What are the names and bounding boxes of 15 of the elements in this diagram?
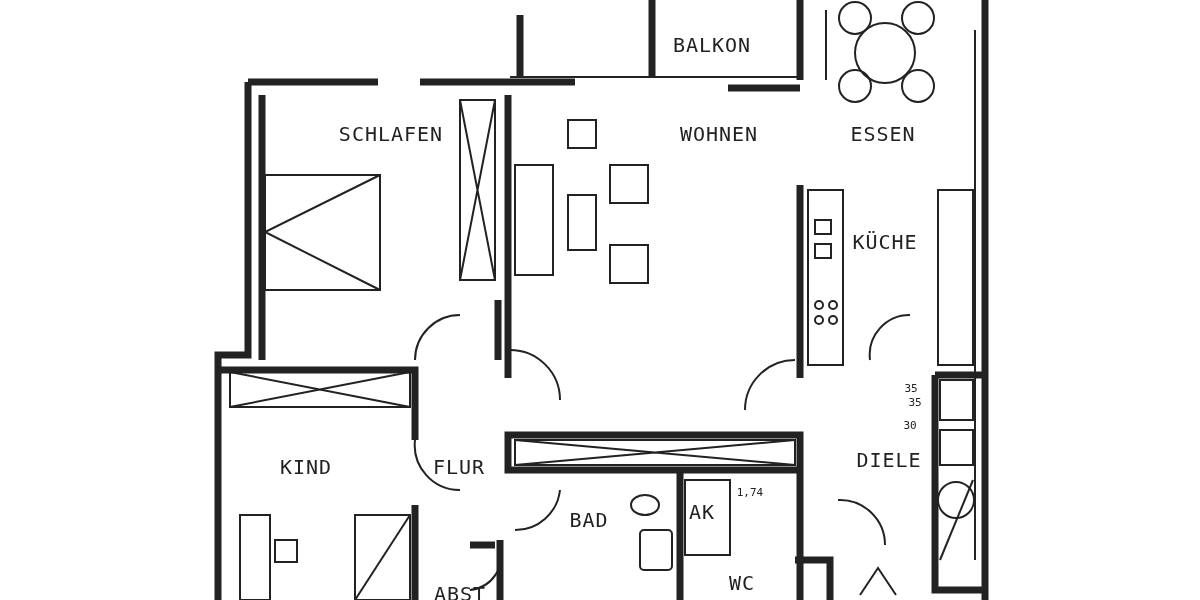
room-label: SCHLAFEN [338,122,444,146]
dimension-label: 1,74 [736,485,764,499]
room-label: BAD [569,508,609,532]
dimension-label: 35 [904,381,918,395]
room-label: KÜCHE [852,230,918,254]
dimension-label: 30 [903,418,917,432]
room-label: DIELE [856,448,922,472]
room-label: WC [728,571,756,595]
room-label: WOHNEN [679,122,759,146]
room-label: FLUR [432,455,486,479]
room-label: AK [688,500,716,524]
room-label: ESSEN [850,122,916,146]
room-label: KIND [279,455,333,479]
dimension-label: 35 [908,395,922,409]
room-label: BALKON [672,33,752,57]
